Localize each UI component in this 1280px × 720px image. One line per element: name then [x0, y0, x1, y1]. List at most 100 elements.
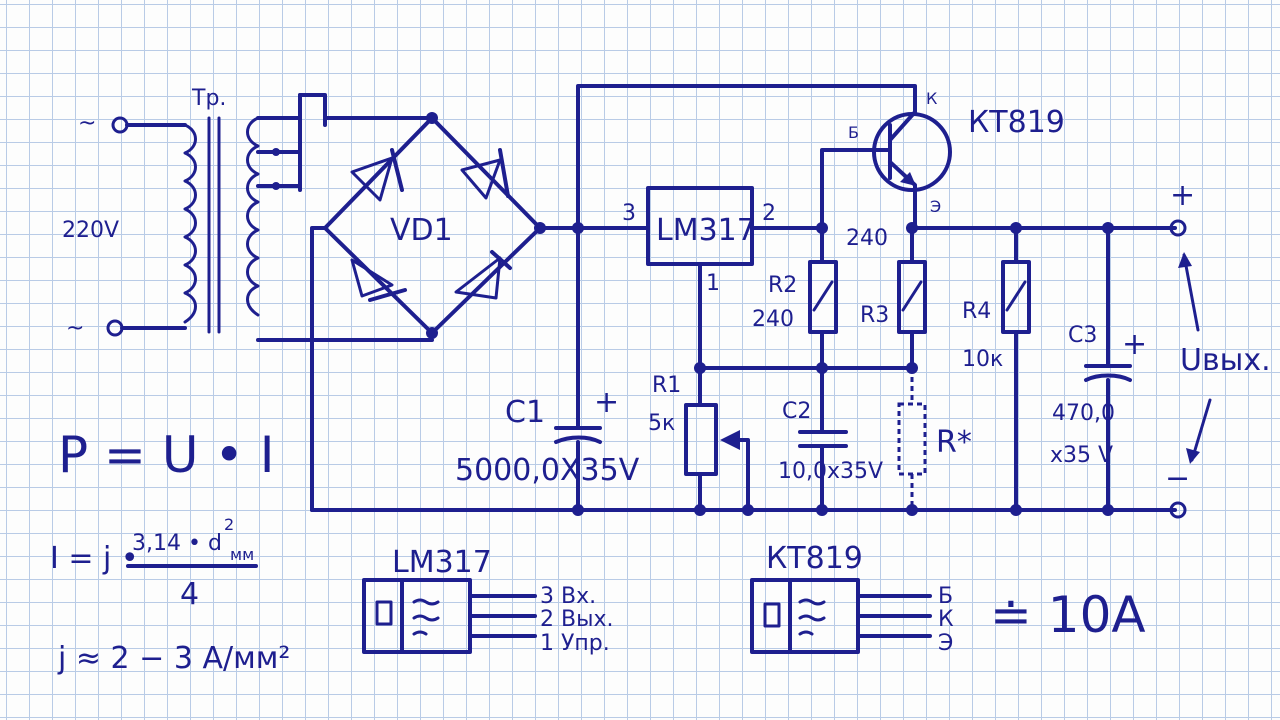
output-minus: − [1165, 461, 1190, 496]
kt819-pin-2: К [938, 607, 954, 632]
resistor-r4: R4 10к [962, 226, 1031, 512]
c2-label: C2 [782, 399, 811, 424]
regulator-lm317: LM317 3 2 1 [622, 186, 824, 370]
lm317-label: LM317 [656, 213, 756, 248]
input-terminal-top [111, 116, 129, 134]
tilde-top: ~ [78, 111, 96, 136]
ac-input: ~ ~ 220V [62, 111, 129, 341]
input-terminal-bottom [106, 319, 124, 337]
output-arrow-up [1182, 253, 1200, 332]
lm317-marking [412, 598, 440, 636]
power-formula: P = U • I [58, 426, 274, 484]
arrow-head-down [1186, 448, 1200, 464]
node-gnd-rstar [906, 504, 918, 516]
bridge-node-bottom [426, 327, 438, 339]
diode-1 [350, 148, 404, 202]
r1-wiper-wire [738, 438, 750, 512]
c3-plus: + [1122, 327, 1147, 362]
lm317-pin1: 1 [706, 271, 720, 296]
lm317-pin3: 3 [622, 201, 636, 226]
resistor-r3: 240 R3 [846, 222, 1177, 370]
transistor-emitter [888, 160, 917, 230]
r2-value: 240 [752, 307, 794, 332]
lm317-pin-1: 3 Вх. [540, 584, 596, 609]
output-terminals: + − Uвых. [1165, 178, 1271, 519]
kt819-pin-3: Э [938, 631, 953, 656]
rails [310, 84, 1177, 516]
primary-winding [183, 123, 197, 324]
lm317-package-title: LM317 [392, 545, 492, 580]
r1-body [684, 403, 718, 476]
diode-bridge: VD1 [303, 112, 546, 512]
current-formula-den: 4 [180, 577, 199, 612]
kt819-pin-1: Б [938, 584, 953, 609]
c3-value-1: 470,0 [1052, 401, 1115, 426]
diode-4 [454, 250, 512, 300]
arrow-head-up [1178, 252, 1192, 268]
output-label: Uвых. [1180, 343, 1271, 378]
kt819-marking [798, 598, 826, 636]
transistor-kt819: Б К Э КТ819 [848, 89, 1065, 230]
capacitor-c1: C1 + 5000,0X35V [455, 226, 640, 512]
r3-value: 240 [846, 226, 888, 251]
transformer: Тр. [120, 86, 327, 342]
diode-3 [350, 258, 407, 302]
current-formula-num: 3,14 • d [132, 531, 222, 556]
transistor-collector [888, 98, 917, 142]
kt819-leads [856, 594, 932, 638]
formulas: P = U • I I = j • 3,14 • d мм 2 4 j ≈ 2 … [50, 426, 290, 676]
r2-body [808, 260, 838, 334]
c1-value: 5000,0X35V [455, 453, 640, 488]
lm317-pin2: 2 [762, 201, 776, 226]
current-formula-exp: 2 [224, 515, 234, 534]
lm317-pin-3: 1 Упр. [540, 631, 610, 656]
kt819-current: ≐ 10A [990, 586, 1146, 644]
tilde-bottom: ~ [66, 316, 84, 341]
c1-plus: + [594, 385, 619, 420]
base-wire [820, 148, 877, 230]
resistor-r2: R2 240 [752, 148, 877, 370]
kt819-mount-hole [763, 602, 781, 628]
tap-dot [272, 148, 280, 156]
density-formula: j ≈ 2 − 3 A/мм² [57, 641, 290, 676]
capacitor-c3: C3 + 470,0 x35 V [1050, 226, 1147, 512]
bridge-node-top [426, 112, 438, 124]
c3-plates [1084, 364, 1132, 382]
bridge-ground-lead [310, 226, 327, 512]
r2-label: R2 [768, 273, 797, 298]
output-terminal-minus [1169, 501, 1187, 519]
potentiometer-r1: R1 5к [648, 362, 918, 512]
diode-2 [460, 148, 510, 200]
kt819-package: КТ819 Б К Э ≐ 10A [750, 541, 1146, 656]
c1-plates [554, 426, 602, 444]
r4-hatch [1005, 280, 1027, 312]
r3-label: R3 [860, 303, 889, 328]
resistor-rstar: R* [897, 368, 972, 510]
r2-hatch [812, 280, 834, 312]
lm317-pin-2: 2 Вых. [540, 607, 613, 632]
r3-hatch [901, 280, 923, 312]
tap-switch-lever [298, 93, 327, 127]
r4-body [1001, 260, 1031, 334]
lm317-mount-hole [375, 600, 393, 626]
c3-label: C3 [1068, 323, 1097, 348]
emitter-label: Э [930, 197, 941, 216]
input-voltage-label: 220V [62, 218, 119, 243]
r1-label: R1 [652, 373, 681, 398]
collector-label: К [926, 89, 938, 108]
r4-value: 10к [962, 347, 1003, 372]
rstar-label: R* [936, 425, 972, 460]
transformer-label: Тр. [191, 86, 226, 111]
emitter-arrow [900, 172, 916, 186]
r1-value: 5к [648, 411, 675, 436]
lm317-leads [468, 594, 537, 638]
c2-plates [798, 430, 848, 448]
bridge-label: VD1 [390, 213, 453, 248]
rstar-body [897, 402, 927, 476]
c1-label: C1 [505, 395, 545, 430]
c3-value-2: x35 V [1050, 443, 1113, 468]
lm317-package: LM317 3 Вх. 2 Вых. 1 Упр. [362, 545, 613, 656]
output-terminal-plus [1169, 219, 1187, 237]
